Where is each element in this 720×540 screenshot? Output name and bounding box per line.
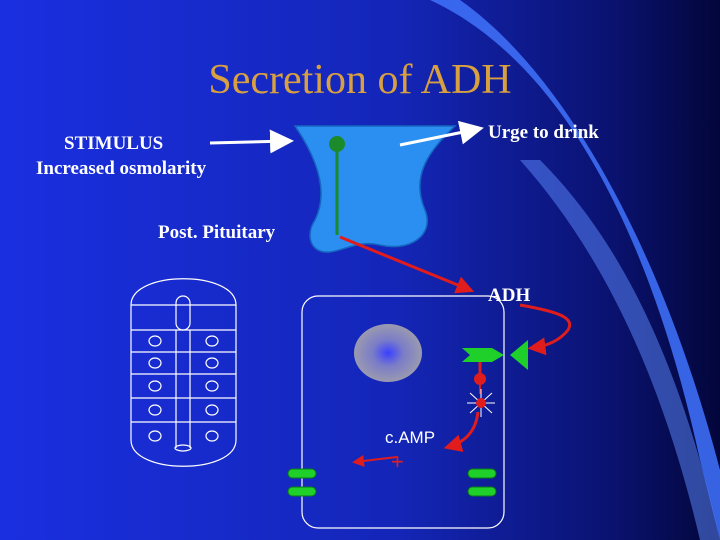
adh-label: ADH (488, 285, 531, 306)
adh-to-receptor-arrow (519, 303, 572, 356)
tubule-cell (301, 295, 505, 529)
g-protein (474, 373, 486, 385)
stimulus-label: STIMULUS (64, 133, 164, 154)
stimulus-arrow (209, 129, 294, 154)
plus-arrow (352, 454, 398, 467)
adh-release-arrow (339, 235, 475, 294)
plus-sign: + (391, 449, 404, 474)
adenylate-cyclase-icon (467, 389, 495, 417)
urge-arrow (399, 120, 484, 147)
hypothalamus-pituitary-shape (293, 125, 457, 253)
post-pituitary-label: Post. Pituitary (158, 222, 276, 243)
camp-arrow (443, 411, 480, 453)
receptor (462, 348, 504, 362)
collecting-duct (130, 278, 237, 467)
adh-molecule (510, 340, 528, 370)
decorative-swoosh-light (520, 160, 720, 540)
urge-label: Urge to drink (488, 122, 599, 143)
nucleus (354, 324, 422, 382)
camp-label: c.AMP (385, 428, 436, 447)
aquaporin-channels (287, 468, 497, 497)
stimulus-detail-label: Increased osmolarity (36, 158, 207, 179)
page-title: Secretion of ADH (208, 57, 512, 103)
neuron-cell-body (329, 136, 345, 152)
